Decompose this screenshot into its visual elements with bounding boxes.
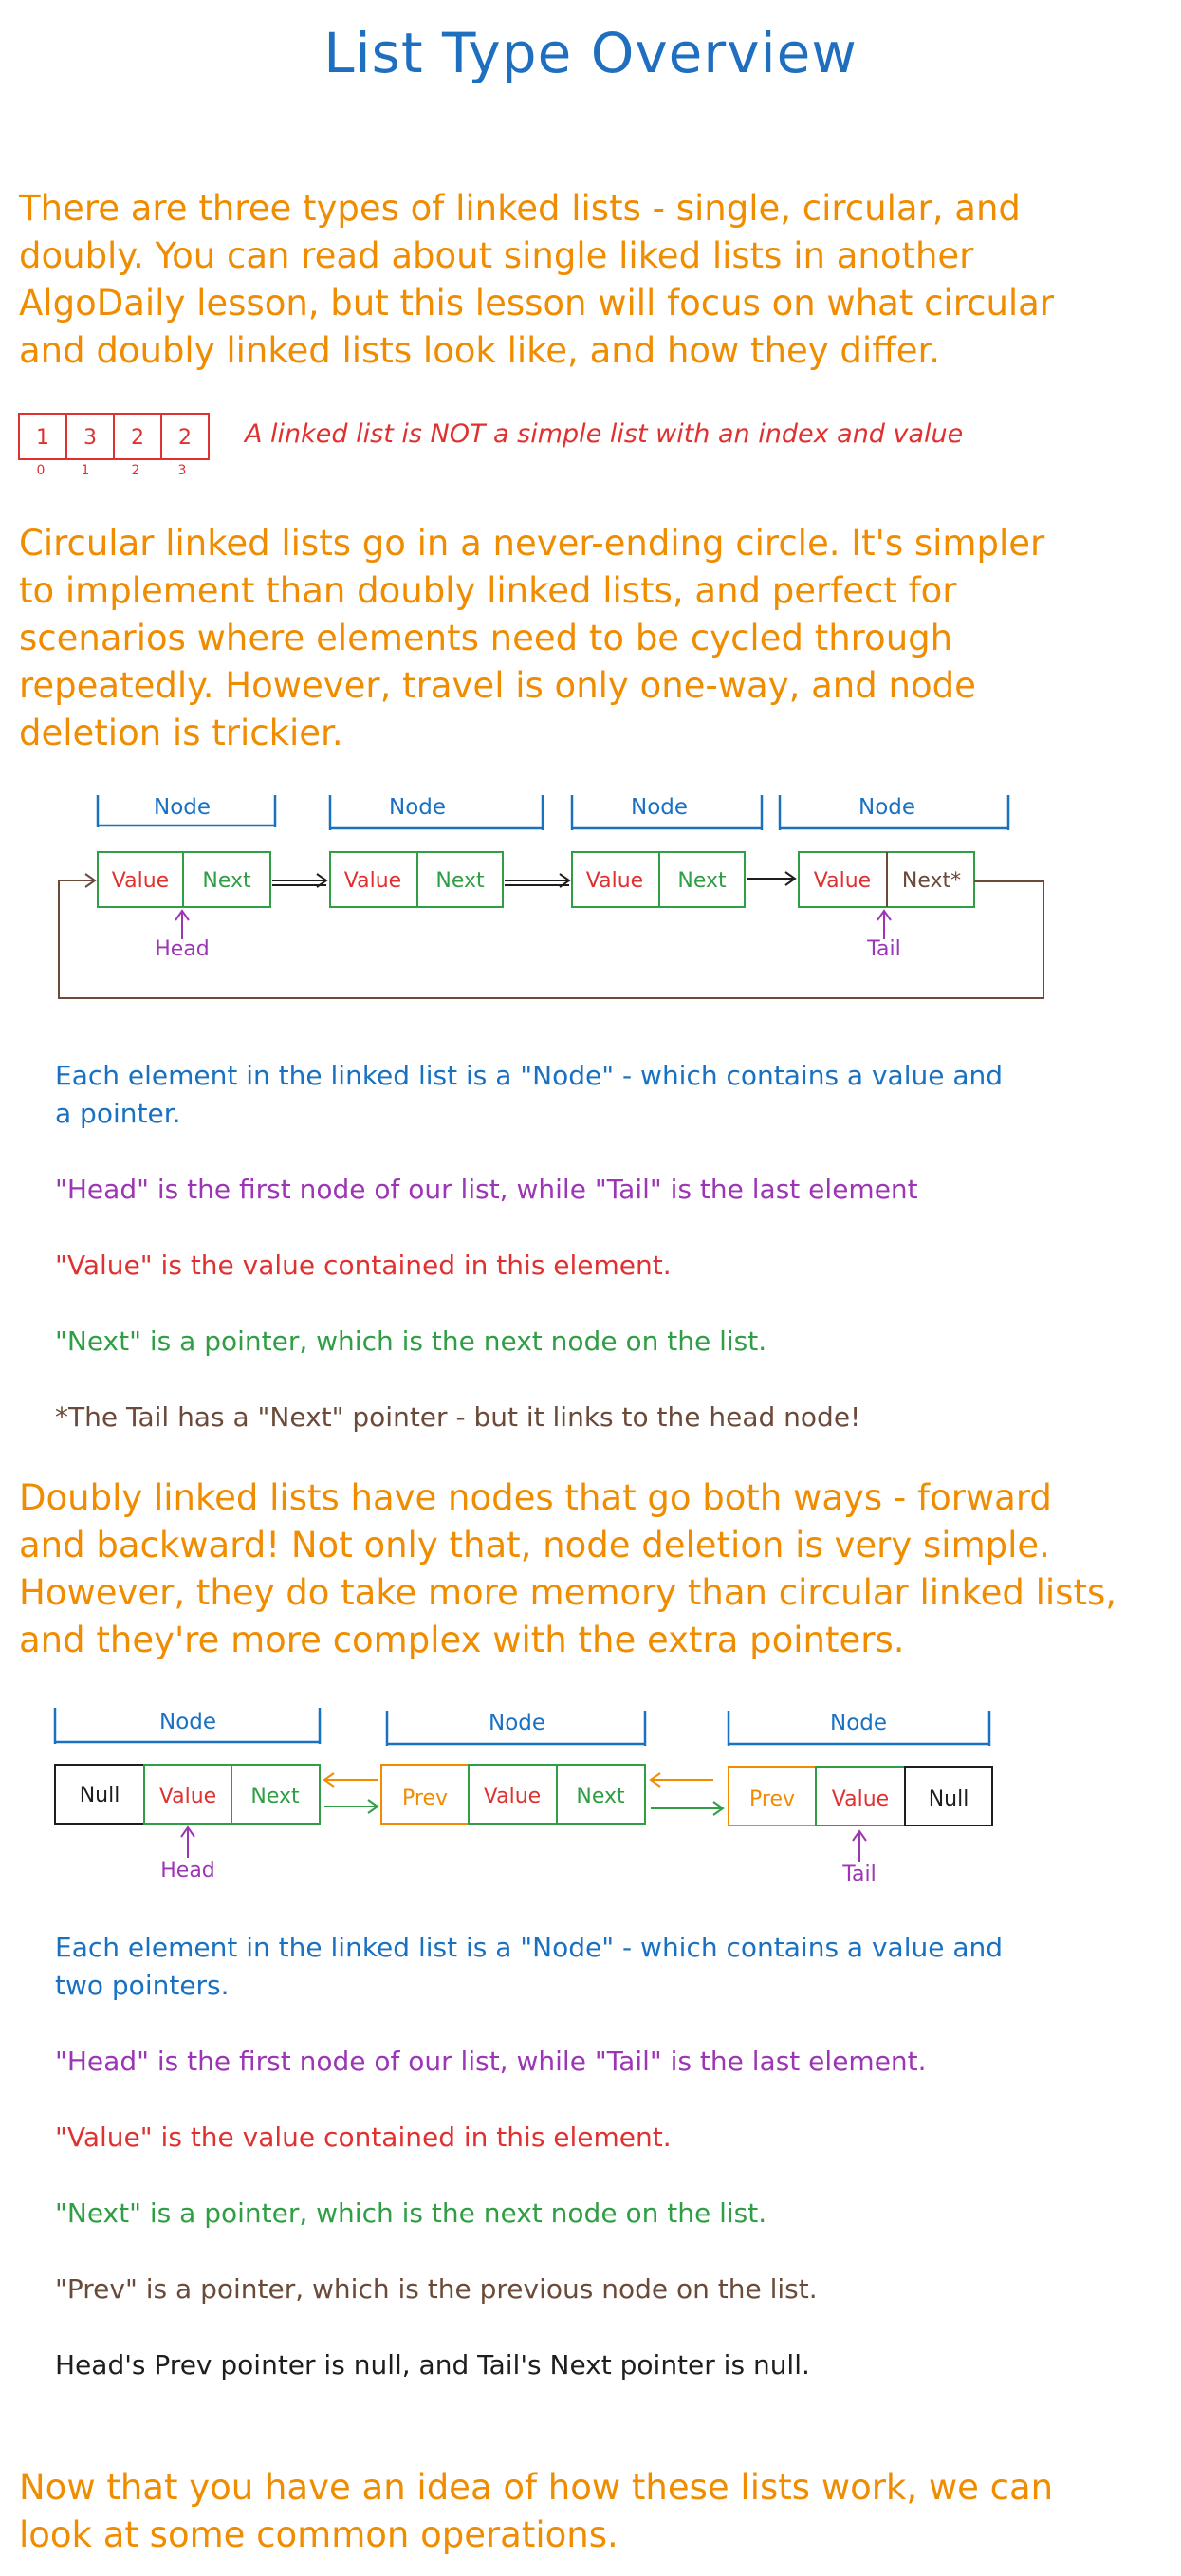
note-line: Each element in the linked list is a "No… (55, 1060, 1004, 1091)
circular-intro-paragraph: Circular linked lists go in a never-endi… (19, 520, 1044, 757)
next-cell: Next (202, 869, 251, 893)
doubly-intro-line: Doubly linked lists have nodes that go b… (19, 1477, 1052, 1518)
circular-list-diagram: Node Node Node Node Value Next Value Nex… (58, 795, 1044, 999)
next-cell: Next (576, 1785, 625, 1808)
node-label: Node (489, 1711, 545, 1735)
simple-list-value: 3 (83, 426, 97, 450)
value-cell: Value (484, 1785, 541, 1808)
head-arrow (175, 909, 190, 939)
next-arrow (651, 1801, 725, 1816)
next-cell: Next (677, 869, 727, 893)
value-cell: Value (586, 869, 643, 893)
prev-cell: Prev (402, 1787, 448, 1810)
simple-list-value: 1 (36, 426, 49, 450)
intro-line: and doubly linked lists look like, and h… (19, 330, 941, 371)
simple-list-diagram (18, 413, 210, 460)
doubly-intro-paragraph: Doubly linked lists have nodes that go b… (19, 1474, 1116, 1664)
null-cell: Null (80, 1784, 120, 1807)
outro-paragraph: Now that you have an idea of how these l… (19, 2464, 1053, 2559)
tail-arrow (877, 909, 892, 939)
head-label: Head (155, 937, 210, 961)
circular-node-note: Each element in the linked list is a "No… (55, 1057, 1003, 1133)
tail-label: Tail (841, 1863, 877, 1886)
node-label: Node (159, 1710, 216, 1734)
simple-list-caption: A linked list is NOT a simple list with … (243, 419, 963, 449)
intro-line: doubly. You can read about single liked … (19, 235, 974, 276)
node-label: Node (830, 1711, 887, 1735)
circular-intro-line: deletion is trickier. (19, 713, 343, 753)
doubly-intro-line: and they're more complex with the extra … (19, 1620, 905, 1660)
outro-line: Now that you have an idea of how these l… (19, 2467, 1054, 2508)
simple-list-index: 0 (37, 463, 46, 478)
loop-back-arrow (58, 873, 1044, 999)
value-cell: Value (814, 869, 871, 893)
value-cell: Value (344, 869, 401, 893)
simple-list-value: 2 (178, 426, 192, 450)
node-label: Node (154, 795, 211, 820)
note-line: two pointers. (55, 1970, 230, 2001)
simple-list-index: 2 (132, 463, 140, 478)
tail-label: Tail (866, 937, 901, 961)
doubly-intro-line: However, they do take more memory than c… (19, 1572, 1117, 1613)
doubly-intro-line: and backward! Not only that, node deleti… (19, 1525, 1050, 1566)
circular-next-note: "Next" is a pointer, which is the next n… (55, 1325, 767, 1357)
intro-line: AlgoDaily lesson, but this lesson will f… (19, 283, 1055, 324)
prev-arrow (323, 1772, 378, 1788)
prev-arrow (649, 1772, 713, 1788)
node-label: Node (631, 795, 688, 820)
intro-line: There are three types of linked lists - … (19, 188, 1021, 229)
node-label: Node (389, 795, 446, 820)
node-brace (53, 1708, 322, 1744)
tail-arrow (852, 1829, 867, 1862)
circular-intro-line: scenarios where elements need to be cycl… (19, 618, 953, 658)
intro-paragraph: There are three types of linked lists - … (19, 185, 1054, 375)
null-cell: Null (929, 1788, 969, 1811)
circular-intro-line: Circular linked lists go in a never-endi… (19, 523, 1045, 564)
doubly-node-note: Each element in the linked list is a "No… (55, 1929, 1003, 2005)
simple-list-value: 2 (131, 426, 144, 450)
simple-list-index: 3 (178, 463, 187, 478)
outro-line: look at some common operations. (19, 2514, 618, 2555)
next-cell: Next (250, 1785, 300, 1808)
next-arrow (324, 1799, 379, 1814)
node-brace (385, 1711, 647, 1746)
tail-next-cell: Next* (902, 869, 961, 893)
circular-tail-footnote: *The Tail has a "Next" pointer - but it … (55, 1401, 861, 1433)
circular-value-note: "Value" is the value contained in this e… (55, 1250, 672, 1281)
doubly-next-note: "Next" is a pointer, which is the next n… (55, 2197, 767, 2229)
doubly-value-note: "Value" is the value contained in this e… (55, 2122, 672, 2153)
doubly-nulls-note: Head's Prev pointer is null, and Tail's … (55, 2349, 810, 2381)
circular-intro-line: repeatedly. However, travel is only one-… (19, 665, 976, 706)
doubly-prev-note: "Prev" is a pointer, which is the previo… (55, 2273, 818, 2305)
node-brace (96, 795, 277, 827)
value-cell: Value (159, 1785, 216, 1808)
doubly-list-diagram: Node Node Node Null Value Next Prev Valu… (53, 1708, 993, 1886)
node-brace (778, 795, 1010, 830)
node-brace (727, 1711, 991, 1746)
node-brace (570, 795, 764, 830)
head-arrow (180, 1825, 195, 1858)
prev-cell: Prev (749, 1788, 795, 1811)
value-cell: Value (112, 869, 169, 893)
value-cell: Value (832, 1788, 889, 1811)
doubly-head-tail-note: "Head" is the first node of our list, wh… (55, 2046, 927, 2077)
next-cell: Next (435, 869, 485, 893)
note-line: a pointer. (55, 1098, 181, 1129)
head-label: Head (160, 1859, 215, 1882)
next-arrow (747, 871, 797, 886)
null-cell-box (904, 1766, 993, 1826)
node-label: Node (858, 795, 915, 820)
page-title: List Type Overview (323, 21, 858, 85)
circular-head-tail-note: "Head" is the first node of our list, wh… (55, 1174, 918, 1205)
note-line: Each element in the linked list is a "No… (55, 1932, 1004, 1963)
node-brace (328, 795, 544, 830)
circular-intro-line: to implement than doubly linked lists, a… (19, 570, 957, 611)
simple-list-index: 1 (82, 463, 90, 478)
